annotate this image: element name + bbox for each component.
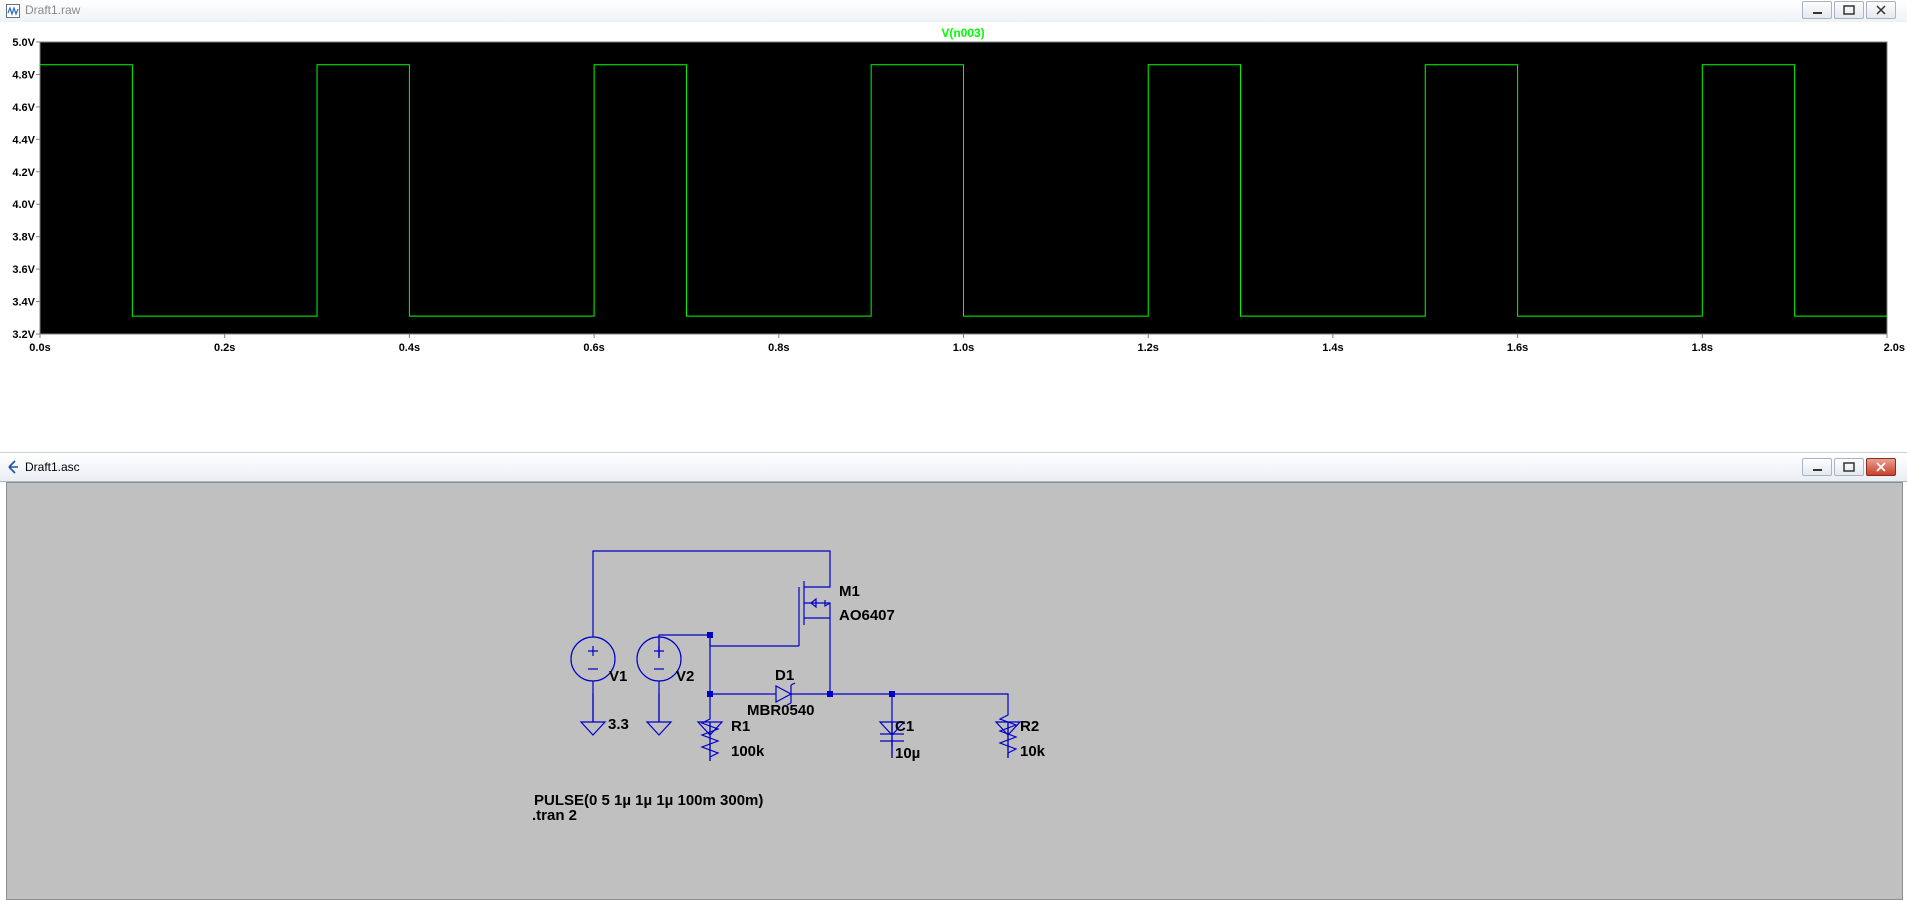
restore-icon [1843, 462, 1855, 472]
r2-value-label[interactable]: 10k [1020, 743, 1046, 760]
ground-v2-icon[interactable] [645, 693, 673, 736]
minimize-icon [1813, 469, 1822, 471]
y-tick-label: 3.4V [12, 297, 35, 309]
pulse-directive[interactable]: PULSE(0 5 1µ 1µ 1µ 100m 300m) [534, 792, 763, 809]
y-tick-label: 4.4V [12, 134, 35, 146]
close-icon [1876, 5, 1886, 15]
junction-dot [827, 691, 833, 697]
x-tick-label: 1.0s [953, 342, 974, 354]
schematic-canvas[interactable]: M1 AO6407 D1 MBR0540 V1 3.3 V2 R1 100k C… [6, 482, 1903, 900]
waveform-minimize-button[interactable] [1802, 1, 1832, 19]
x-tick-label: 0.4s [399, 342, 420, 354]
m1-model-label[interactable]: AO6407 [839, 607, 895, 624]
x-tick-label: 0.8s [768, 342, 789, 354]
y-tick-label: 4.2V [12, 167, 35, 179]
schematic-close-button[interactable] [1866, 458, 1896, 476]
schematic-window-icon [8, 460, 18, 474]
mdi-background [0, 362, 1907, 452]
y-tick-label: 5.0V [12, 37, 35, 49]
y-tick-label: 4.0V [12, 199, 35, 211]
y-tick-label: 3.6V [12, 264, 35, 276]
x-axis: 0.0s 0.2s 0.4s 0.6s 0.8s 1.0s 1.2s 1.4s 1.6s 1.8s… [29, 334, 1905, 354]
waveform-plot-pane[interactable]: V(n003) 5.0V 4.8V 4.6V 4.4V 4.2V 4.0V 3.8V 3.6V… [0, 22, 1907, 362]
ground-r1-icon[interactable] [696, 721, 724, 761]
waveform-close-button[interactable] [1866, 1, 1896, 19]
schematic-restore-button[interactable] [1834, 458, 1864, 476]
d1-model-label[interactable]: MBR0540 [747, 702, 815, 719]
schematic-minimize-button[interactable] [1802, 458, 1832, 476]
waveform-chart[interactable]: V(n003) 5.0V 4.8V 4.6V 4.4V 4.2V 4.0V 3.8V 3.6V… [0, 22, 1907, 362]
waveform-restore-button[interactable] [1834, 1, 1864, 19]
schematic-drawing[interactable]: M1 AO6407 D1 MBR0540 V1 3.3 V2 R1 100k C… [7, 483, 1902, 899]
d1-name-label[interactable]: D1 [775, 667, 794, 684]
c1-value-label[interactable]: 10µ [895, 745, 920, 762]
v1-value-label[interactable]: 3.3 [608, 716, 629, 733]
tran-directive[interactable]: .tran 2 [532, 807, 577, 824]
x-tick-label: 1.2s [1137, 342, 1158, 354]
r2-name-label[interactable]: R2 [1020, 718, 1039, 735]
schematic-window: Draft1.asc [0, 452, 1907, 900]
y-tick-label: 4.8V [12, 69, 35, 81]
close-icon [1876, 462, 1886, 472]
r1-value-label[interactable]: 100k [731, 743, 765, 760]
wire-r1-diode-node[interactable] [709, 635, 767, 695]
pmos-m1-symbol[interactable] [798, 578, 831, 646]
waveform-window: Draft1.raw V(n003) 5.0V 4.8V 4.6V 4.4V 4.2V 4… [0, 0, 1907, 362]
voltage-source-v1-symbol[interactable] [570, 625, 616, 693]
x-tick-label: 1.6s [1507, 342, 1528, 354]
junction-dot [707, 632, 713, 638]
trace-label[interactable]: V(n003) [941, 26, 984, 40]
y-tick-label: 3.8V [12, 232, 35, 244]
x-tick-label: 0.2s [214, 342, 235, 354]
x-tick-label: 1.4s [1322, 342, 1343, 354]
wire-output-node[interactable] [801, 693, 1009, 711]
x-tick-label: 2.0s [1884, 342, 1905, 354]
y-tick-label: 4.6V [12, 102, 35, 114]
c1-name-label[interactable]: C1 [895, 718, 914, 735]
ground-v1-icon[interactable] [579, 693, 607, 736]
v1-name-label[interactable]: V1 [609, 668, 627, 685]
waveform-window-icon [6, 4, 20, 18]
r1-name-label[interactable]: R1 [731, 718, 750, 735]
ground-c1-icon[interactable] [878, 721, 906, 758]
y-tick-label: 3.2V [12, 329, 35, 341]
schematic-window-title: Draft1.asc [25, 460, 80, 474]
x-tick-label: 0.6s [583, 342, 604, 354]
minimize-icon [1813, 12, 1822, 14]
trace-v-n003[interactable] [40, 64, 1887, 317]
m1-name-label[interactable]: M1 [839, 583, 860, 600]
ground-r2-icon[interactable] [994, 721, 1022, 758]
plot-traces [40, 64, 1887, 317]
wire-gate-loop[interactable] [592, 550, 831, 625]
restore-icon [1843, 5, 1855, 15]
diode-d1-symbol[interactable] [767, 682, 801, 706]
waveform-titlebar[interactable]: Draft1.raw [0, 0, 1907, 23]
x-tick-label: 0.0s [29, 342, 50, 354]
v2-name-label[interactable]: V2 [676, 668, 694, 685]
voltage-source-v2-symbol[interactable] [636, 636, 682, 693]
junction-dot [707, 691, 713, 697]
x-tick-label: 1.8s [1692, 342, 1713, 354]
junction-dot [889, 691, 895, 697]
y-axis: 5.0V 4.8V 4.6V 4.4V 4.2V 4.0V 3.8V 3.6V 3.4V 3.2V [12, 37, 40, 341]
schematic-titlebar[interactable]: Draft1.asc [0, 452, 1907, 482]
waveform-window-title: Draft1.raw [25, 3, 81, 17]
